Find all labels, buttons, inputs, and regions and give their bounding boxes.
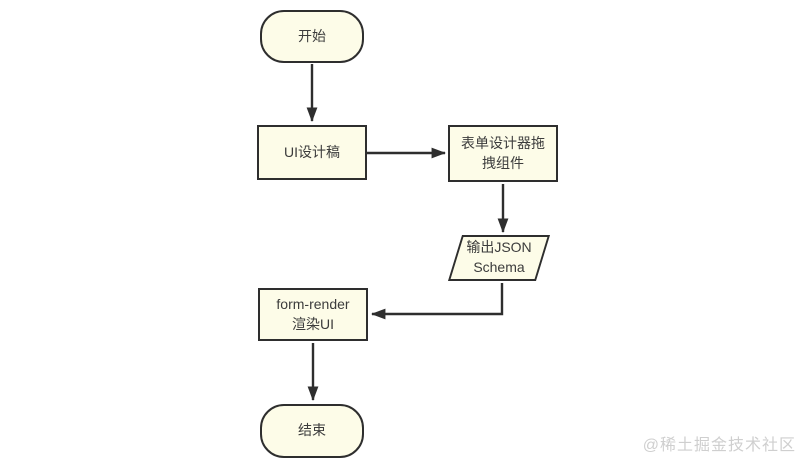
- watermark: @稀土掘金技术社区: [642, 437, 796, 454]
- end-node-label: 结束: [298, 422, 326, 439]
- form-designer-node-label: 表单设计器拖 拽组件: [461, 134, 545, 171]
- end-node: 结束: [260, 404, 364, 458]
- form-render-node: form-render 渲染UI: [258, 288, 368, 341]
- json-schema-node: 输出JSON Schema: [447, 235, 551, 281]
- ui-design-node: UI设计稿: [257, 125, 367, 180]
- form-render-node-label: form-render 渲染UI: [276, 295, 350, 332]
- form-designer-node: 表单设计器拖 拽组件: [448, 125, 558, 182]
- start-node: 开始: [260, 10, 364, 63]
- json-schema-node-label: 输出JSON Schema: [466, 239, 532, 275]
- edge-json-schema-to-form-render: [371, 283, 504, 320]
- ui-design-node-label: UI设计稿: [284, 143, 340, 160]
- start-node-label: 开始: [298, 27, 326, 44]
